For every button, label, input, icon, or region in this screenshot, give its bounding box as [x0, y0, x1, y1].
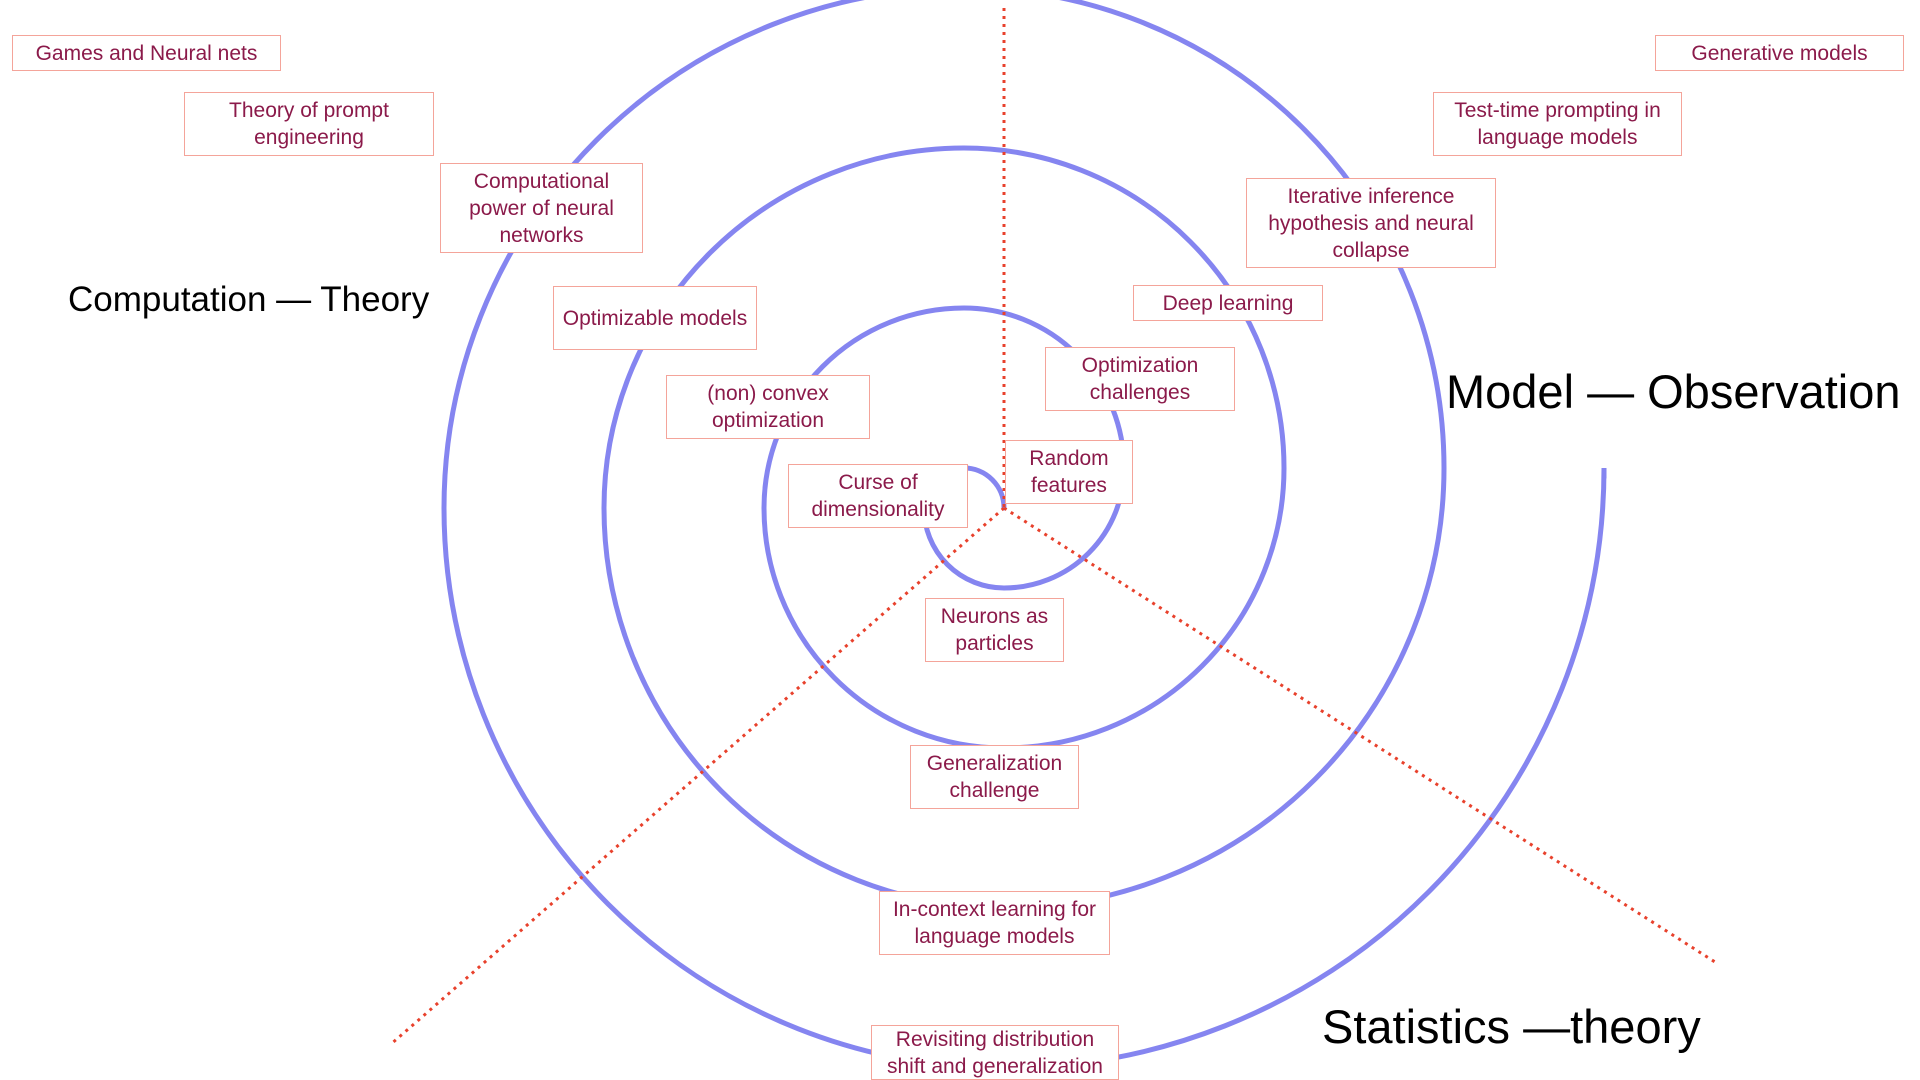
- topic-box-deep-learning: Deep learning: [1133, 285, 1323, 321]
- topic-box-in-context-learning: In-context learning for language models: [879, 891, 1110, 955]
- spiral-curve: [441, 0, 1607, 1071]
- topic-box-theory-prompt-engineering: Theory of prompt engineering: [184, 92, 434, 156]
- topic-box-nonconvex-optimization: (non) convex optimization: [666, 375, 870, 439]
- topic-box-generative-models: Generative models: [1655, 35, 1904, 71]
- topic-box-test-time-prompting: Test-time prompting in language models: [1433, 92, 1682, 156]
- topic-box-curse-dimensionality: Curse of dimensionality: [788, 464, 968, 528]
- topic-box-optimization-challenges: Optimization challenges: [1045, 347, 1235, 411]
- topic-box-iterative-inference: Iterative inference hypothesis and neura…: [1246, 178, 1496, 268]
- topic-box-games-neural-nets: Games and Neural nets: [12, 35, 281, 71]
- topic-box-computational-power: Computational power of neural networks: [440, 163, 643, 253]
- topic-box-neurons-particles: Neurons as particles: [925, 598, 1064, 662]
- topic-box-distribution-shift: Revisiting distribution shift and genera…: [871, 1025, 1119, 1080]
- axis-label-statistics-theory: Statistics —theory: [1322, 1000, 1701, 1053]
- axis-label-computation-theory: Computation — Theory: [68, 280, 430, 319]
- topic-box-random-features: Random features: [1005, 440, 1133, 504]
- topic-box-generalization-challenge: Generalization challenge: [910, 745, 1079, 809]
- topic-box-optimizable-models: Optimizable models: [553, 286, 757, 350]
- axis-label-model-observation: Model — Observation: [1446, 365, 1901, 418]
